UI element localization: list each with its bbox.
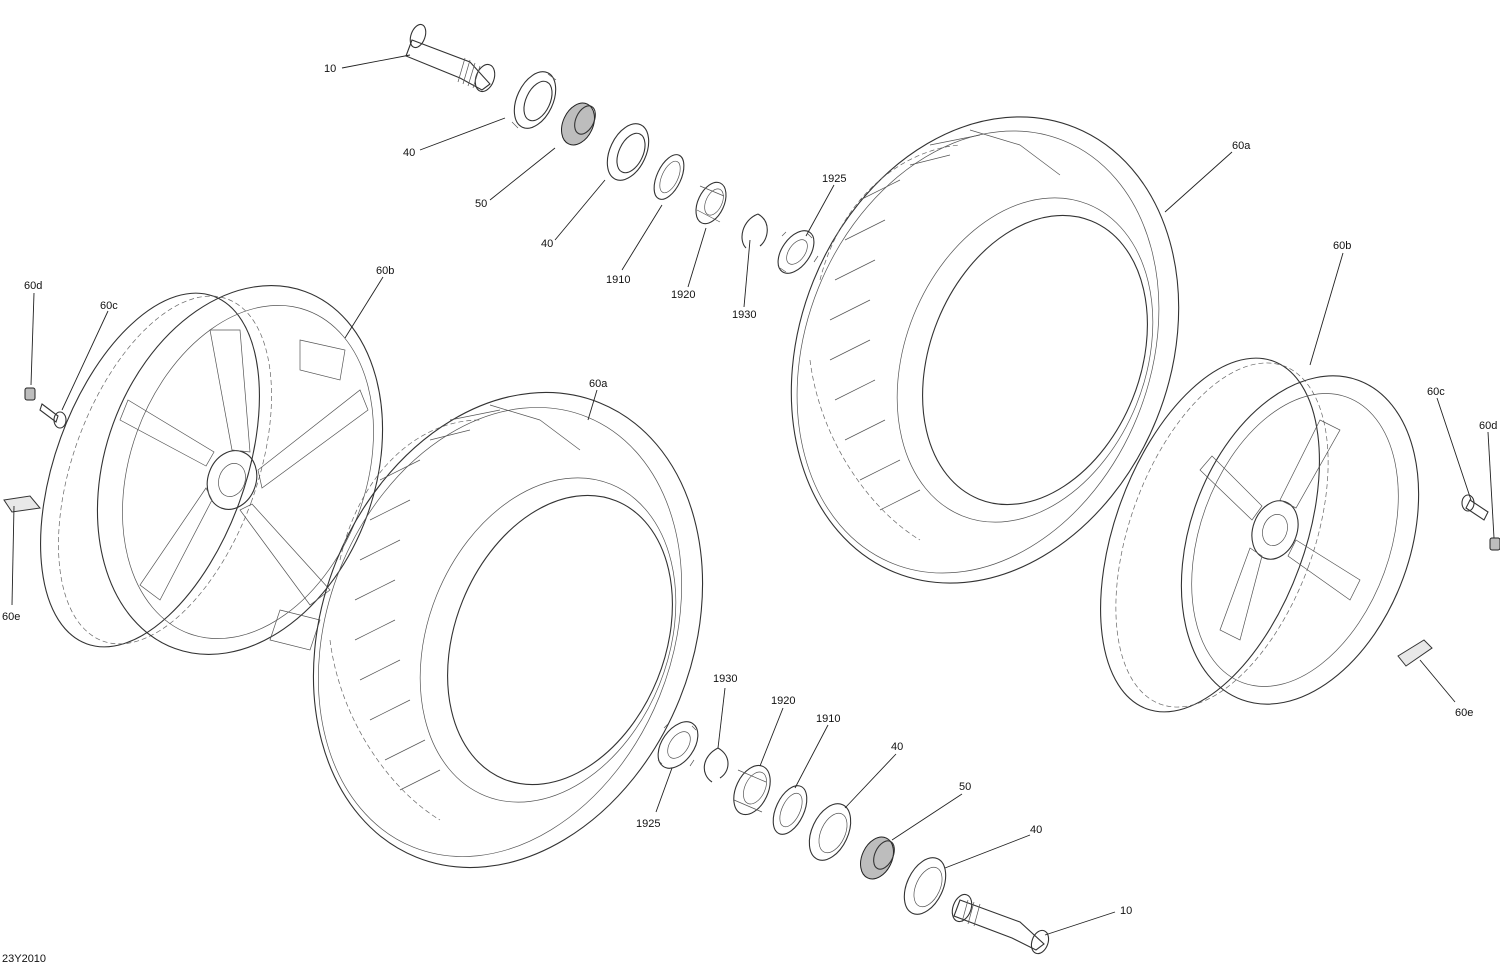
part-50-needle-bearing-bottom [860,836,895,880]
part-60d-valve-cap-left [24,387,36,401]
part-40-bearing-top-b [606,123,650,181]
part-1910-washer-top [653,154,685,200]
part-60c-valve-stem-left [39,403,67,429]
callout-bot-40b: 40 [1030,824,1042,836]
callout-top-10: 10 [324,63,336,75]
callout-bot-1910: 1910 [816,713,840,725]
callout-top-1925: 1925 [822,173,846,185]
wheel-rim-right [1100,357,1420,713]
part-40-bearing-bottom-b [903,857,947,915]
figure-code: 23Y2010 [2,953,46,965]
callout-right-60d: 60d [1479,420,1497,432]
wheel-rim-left [40,285,384,655]
callout-labels: 10 40 50 40 1910 1920 1925 1930 60d 60c … [2,63,1497,965]
part-10-axle-sleeve-top [405,23,496,93]
callout-front-60a: 60a [589,378,608,390]
callout-rear-60a: 60a [1232,140,1251,152]
callout-top-40b: 40 [541,238,553,250]
part-60e-balance-weight-right [1397,639,1433,667]
callout-top-1920: 1920 [671,289,695,301]
callout-right-60b: 60b [1333,240,1351,252]
callout-left-60b: 60b [376,265,394,277]
callout-left-60e: 60e [2,611,20,623]
callout-bot-50: 50 [959,781,971,793]
callout-top-50: 50 [475,198,487,210]
callout-top-40a: 40 [403,147,415,159]
part-60d-valve-cap-right [1489,537,1500,551]
callout-left-60d: 60d [24,280,42,292]
part-1930-clip-top [741,213,768,249]
part-40-bearing-top-a [511,71,557,129]
part-1920-nut-top [695,181,727,225]
tire-front [312,391,704,869]
part-50-needle-bearing-top [561,102,596,146]
callout-top-1910: 1910 [606,274,630,286]
callout-bot-10: 10 [1120,905,1132,917]
leader-lines [11,54,1495,936]
part-1920-nut-bottom [733,764,771,816]
part-60c-valve-stem-right [1461,494,1489,521]
part-1925-castle-nut-top [777,230,819,274]
part-10-axle-sleeve-bottom [951,893,1050,955]
part-40-bearing-bottom-a [808,803,852,861]
callout-bot-1920: 1920 [771,695,795,707]
callout-bot-1930: 1930 [713,673,737,685]
callout-left-60c: 60c [100,300,118,312]
part-1910-washer-bottom [772,785,808,835]
callout-bot-40a: 40 [891,741,903,753]
callout-right-60c: 60c [1427,386,1445,398]
part-1925-castle-nut-bottom [657,721,699,769]
tire-rear [790,116,1180,584]
callout-top-1930: 1930 [732,309,756,321]
callout-bot-1925: 1925 [636,818,660,830]
callout-right-60e: 60e [1455,707,1473,719]
part-1930-clip-bottom [703,747,729,783]
part-60e-balance-weight-left [3,495,41,513]
